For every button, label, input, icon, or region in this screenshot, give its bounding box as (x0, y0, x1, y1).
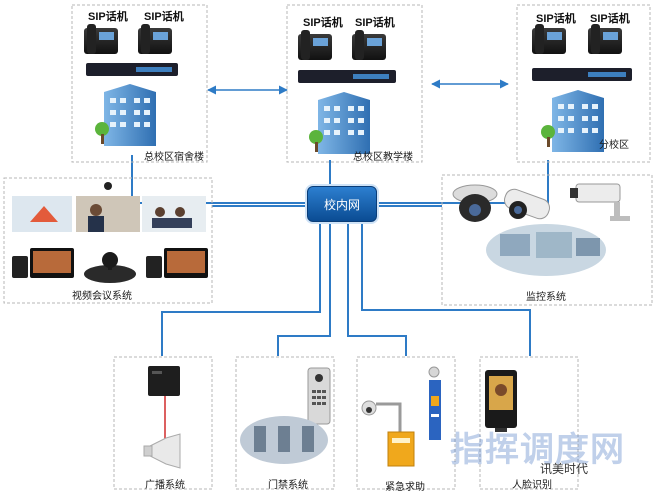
system-label-access: 门禁系统 (268, 480, 308, 491)
ip-phone-icon (532, 24, 566, 54)
site-dorm-devices (84, 24, 178, 146)
ip-pbx-icon (532, 68, 632, 81)
sip-phone-label: SIP话机 (303, 17, 343, 29)
building-icon (541, 90, 604, 152)
face-terminal-icon (485, 370, 517, 432)
site-label-dorm: 总校区宿舍楼 (144, 152, 204, 163)
link-access (277, 222, 331, 356)
box-camera-icon (570, 183, 630, 221)
site-label-branch: 分校区 (599, 140, 629, 151)
broadcast-devices (143, 366, 181, 469)
ip-phone-icon (352, 30, 386, 60)
system-label-broadcast: 广播系统 (145, 480, 185, 491)
link-face (361, 222, 531, 356)
site-box-teaching (286, 4, 423, 163)
sip-phone-label: SIP话机 (355, 17, 395, 29)
ip-phone-icon (588, 24, 622, 54)
help-pillar-icon (428, 366, 441, 440)
sip-phone-label: SIP话机 (590, 13, 630, 25)
building-icon (95, 84, 156, 146)
bullet-camera-icon (504, 188, 550, 220)
campus-network-hub: 校内网 (307, 186, 377, 222)
monitor-scene-icon (486, 224, 606, 276)
link-broadcast (161, 222, 321, 356)
system-label-video: 视频会议系统 (72, 291, 132, 302)
video-terminal-icon (146, 248, 208, 278)
system-box-monitor (441, 174, 653, 306)
ptz-camera-icon (361, 400, 377, 416)
sip-phone-label: SIP话机 (88, 11, 128, 23)
horn-speaker-icon (143, 433, 181, 469)
ip-phone-icon (138, 24, 172, 54)
access-devices (240, 367, 331, 464)
system-box-video (3, 177, 213, 304)
sip-phone-label: SIP话机 (144, 11, 184, 23)
ip-phone-icon (298, 30, 332, 60)
video-screen-icon (76, 196, 140, 232)
system-label-monitor: 监控系统 (526, 292, 566, 303)
site-label-teaching: 总校区教学楼 (353, 152, 413, 163)
building-icon (309, 92, 370, 154)
system-label-face: 人脸识别 (512, 480, 552, 491)
ip-pbx-icon (86, 63, 178, 76)
watermark-text: 指挥调度网 (450, 430, 625, 470)
ip-phone-icon (84, 24, 118, 54)
camera-icon (104, 182, 112, 190)
amplifier-icon (148, 366, 180, 396)
watermark-subtext: 讯美时代 (540, 462, 589, 476)
ip-pbx-icon (298, 70, 396, 83)
face-devices (485, 370, 517, 432)
link-emergency (347, 222, 407, 356)
hub-label: 校内网 (323, 197, 360, 212)
system-label-emergency: 紧急求助 (385, 482, 425, 493)
video-conference-devices (12, 182, 208, 283)
door-intercom-icon (307, 367, 331, 425)
video-terminal-icon (12, 248, 74, 278)
dome-camera-icon (452, 184, 498, 222)
conference-phone-icon (84, 252, 136, 283)
turnstile-scene-icon (240, 416, 328, 464)
site-branch-devices (532, 24, 632, 152)
site-teaching-devices (298, 30, 396, 154)
help-box-icon (387, 431, 415, 467)
emergency-devices (361, 366, 441, 467)
monitor-devices (452, 183, 630, 276)
site-box-dorm (71, 4, 208, 163)
sip-phone-label: SIP话机 (536, 13, 576, 25)
site-box-branch (516, 4, 651, 163)
